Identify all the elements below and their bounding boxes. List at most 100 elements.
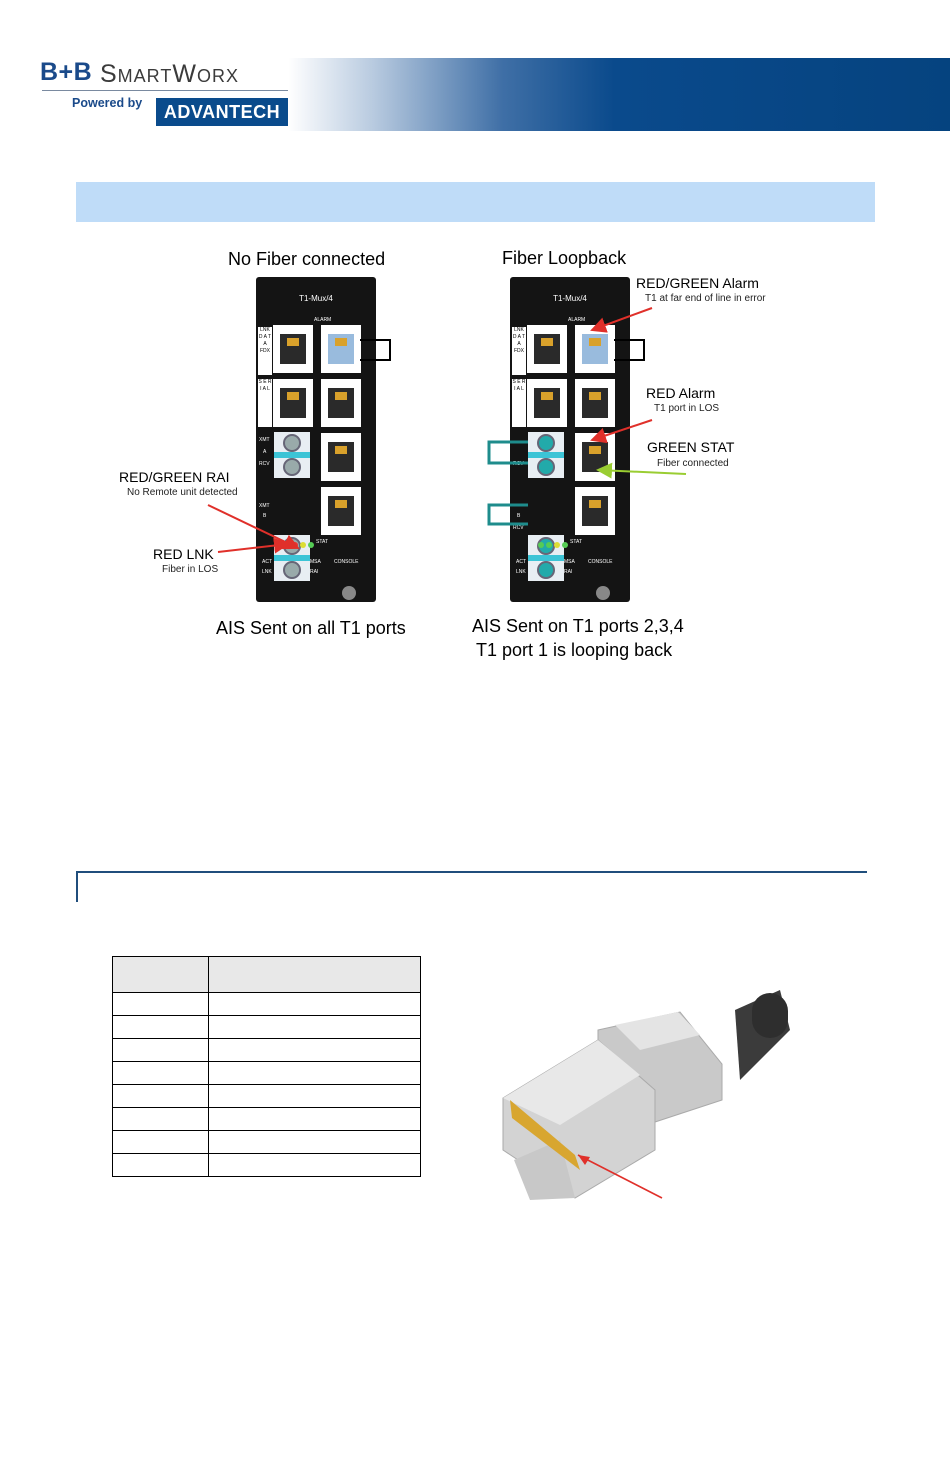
lnk-data-fdx-label: LNK D A T A FDX [512, 327, 526, 375]
arrow-rai [207, 504, 300, 550]
table-cell [208, 1015, 421, 1039]
table-cell [208, 992, 421, 1016]
table-row [112, 1038, 421, 1062]
led-lnk [546, 542, 552, 548]
annotation-red-green-alarm: RED/GREEN Alarm [636, 275, 759, 291]
left-figure-title: No Fiber connected [228, 249, 386, 269]
annotation-red-green-alarm-sub: T1 at far end of line in error [645, 293, 766, 304]
table-cell [208, 1061, 421, 1085]
port-2-num: 2 [577, 401, 581, 408]
rj45-plug-image [502, 990, 790, 1200]
ethernet-port [273, 325, 313, 373]
port-3-num: 3 [577, 455, 581, 462]
screw-icon [342, 586, 356, 600]
table-cell [208, 1107, 421, 1131]
rcv-b-label: RCV [513, 525, 524, 531]
msa-label: MSA [564, 559, 575, 565]
section-rule-tick [76, 871, 78, 902]
annotation-red-green-rai-sub: No Remote unit detected [127, 487, 238, 498]
advantech-logo: ADVANTECH [156, 98, 288, 126]
b-label: B [263, 513, 267, 519]
table-cell [208, 1130, 421, 1154]
table-header-row [112, 956, 421, 993]
loopback-plug-right [614, 339, 645, 361]
section-rule [76, 871, 867, 873]
alarm-label: ALARM [314, 317, 332, 323]
loopback-plug-left [360, 339, 391, 361]
serial-port [527, 379, 567, 427]
port-1-num: 1 [577, 347, 581, 354]
table-cell [112, 1084, 209, 1108]
led-msa [554, 542, 560, 548]
stat-label: STAT [570, 539, 583, 545]
t1-port-4 [321, 487, 361, 535]
table-cell [208, 1153, 421, 1177]
left-figure-caption: AIS Sent on all T1 ports [216, 618, 406, 638]
table-row [112, 1015, 421, 1039]
table-cell [112, 1153, 209, 1177]
t1-port-1 [321, 325, 361, 373]
console-label: CONSOLE [588, 559, 613, 565]
right-figure-caption-2: T1 port 1 is looping back [476, 640, 673, 660]
table-row [112, 1107, 421, 1131]
right-figure-caption-1: AIS Sent on T1 ports 2,3,4 [472, 616, 684, 636]
t1-port-2 [321, 379, 361, 427]
table-header-cell [112, 956, 209, 993]
console-label: CONSOLE [334, 559, 359, 565]
table-row [112, 1084, 421, 1108]
act-label: ACT [516, 559, 526, 565]
annotation-green-stat-sub: Fiber connected [657, 458, 729, 469]
screw-icon [596, 586, 610, 600]
t1-port-3 [321, 433, 361, 481]
rcv-a-label: RCV [259, 461, 270, 467]
arrow-red-green-alarm [590, 307, 653, 333]
arrow-green-stat [596, 462, 687, 479]
table-cell [208, 1038, 421, 1062]
fiber-port-a [274, 432, 310, 478]
annotation-green-stat: GREEN STAT [647, 439, 735, 455]
annotation-red-alarm-sub: T1 port in LOS [654, 403, 720, 414]
table-cell [112, 1130, 209, 1154]
section-heading-bar [76, 182, 875, 222]
lnk-label: LNK [516, 569, 526, 575]
rai-label: RAI [310, 569, 319, 575]
table-row [112, 1130, 421, 1154]
table-cell [112, 1015, 209, 1039]
alarm-label: ALARM [568, 317, 586, 323]
b-label: B [517, 513, 521, 519]
fiber-port-a [528, 432, 564, 478]
pin-table [112, 956, 421, 1177]
arrow-red-alarm [590, 419, 653, 444]
logo-divider [42, 90, 288, 91]
annotation-red-alarm: RED Alarm [646, 385, 716, 401]
xmit-a-label: XMT [259, 437, 270, 443]
stat-label: STAT [316, 539, 329, 545]
fiber-loop-a [487, 440, 528, 465]
led-rai [562, 542, 568, 548]
port-3-num: 3 [323, 455, 327, 462]
right-figure-title: Fiber Loopback [502, 248, 627, 268]
annotation-red-lnk: RED LNK [153, 546, 214, 562]
serial-port [273, 379, 313, 427]
serial-label: S E R I A L [258, 379, 272, 427]
table-row [112, 1153, 421, 1177]
arrow-lnk [217, 537, 290, 554]
device-label: T1-Mux/4 [553, 294, 587, 303]
table-row [112, 992, 421, 1016]
fiber-loop-b [487, 503, 528, 526]
rai-label: RAI [564, 569, 573, 575]
annotation-red-lnk-sub: Fiber in LOS [162, 564, 219, 575]
device-panel-right: T1-Mux/4 ALARM LNK D A T A FDX S E R I A… [510, 277, 630, 602]
table-cell [112, 1107, 209, 1131]
serial-label: S E R I A L [512, 379, 526, 427]
led-act [538, 542, 544, 548]
lnk-label: LNK [262, 569, 272, 575]
t1-port-1 [575, 325, 615, 373]
table-header-cell [208, 956, 421, 993]
table-cell [112, 992, 209, 1016]
table-row [112, 1061, 421, 1085]
powered-by-text: Powered by [72, 96, 143, 110]
table-cell [208, 1084, 421, 1108]
led-rai [308, 542, 314, 548]
